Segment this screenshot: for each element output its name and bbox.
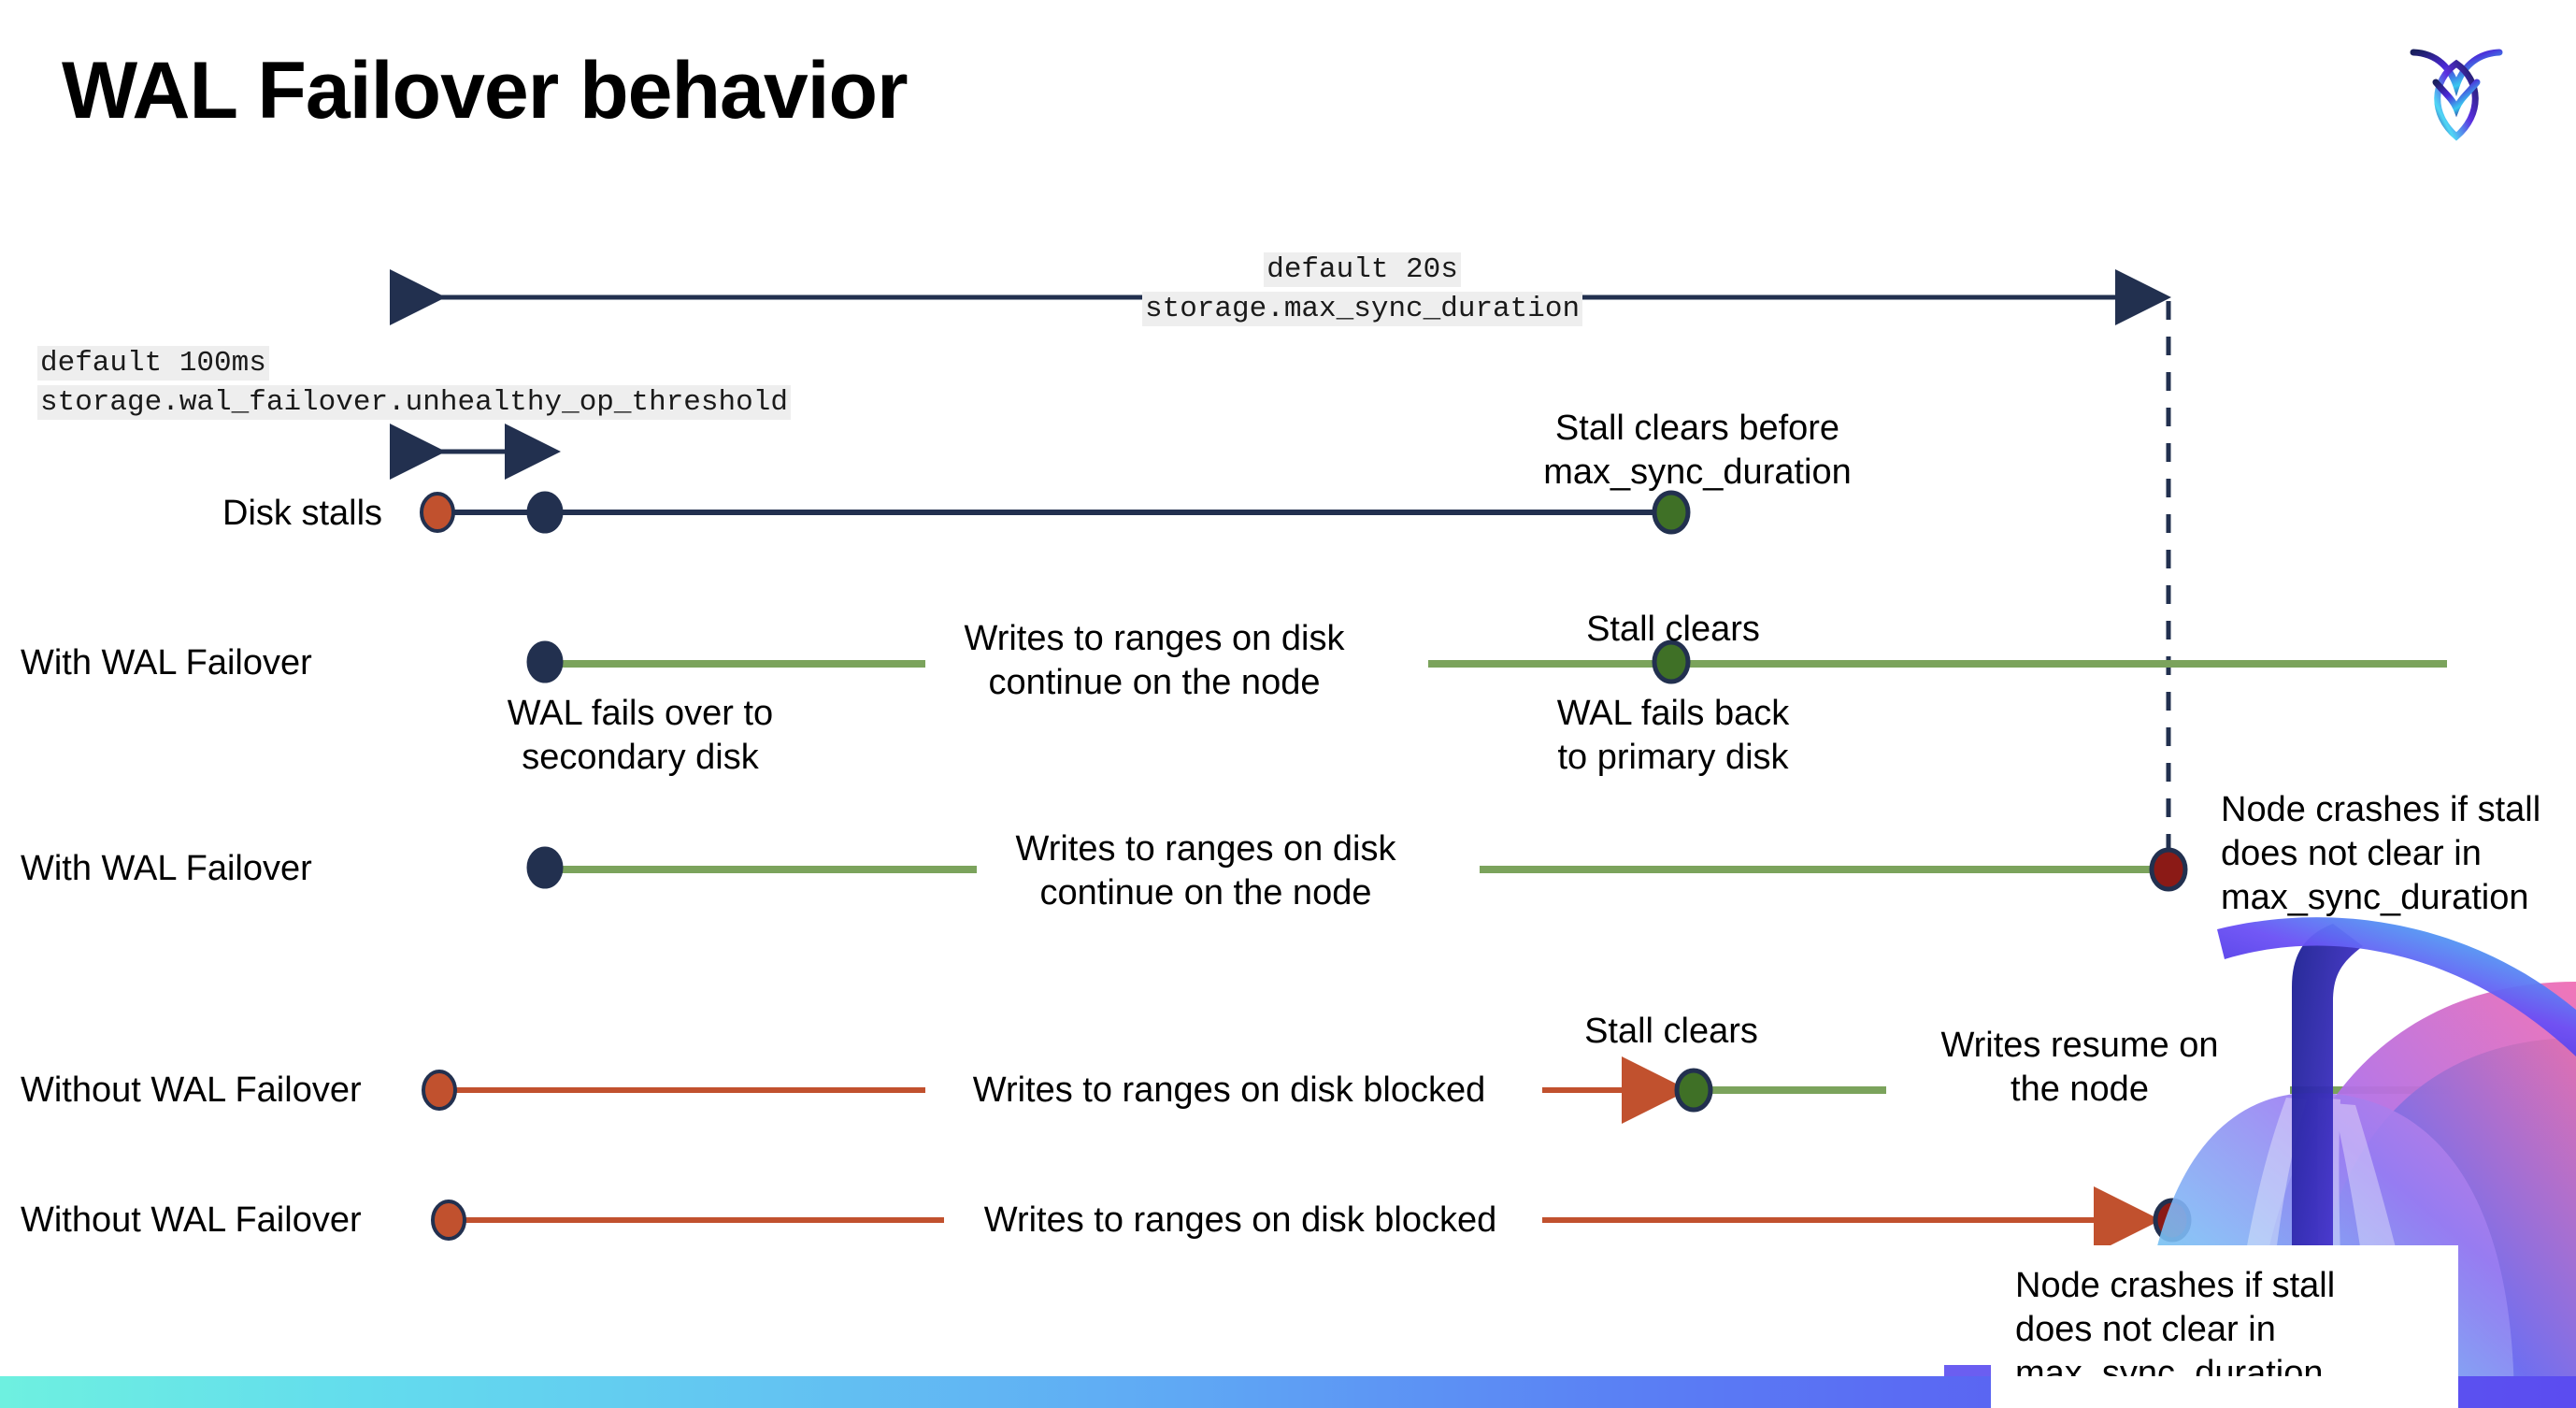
navy-dot-failover-start — [526, 491, 564, 534]
navy-dot-failover-start — [526, 846, 564, 889]
annotation-writes-blocked-row4: Writes to ranges on disk blocked — [972, 1070, 1486, 1110]
row-label-without-wal-failover-clears: Without WAL Failover — [21, 1070, 362, 1110]
row-disk-stalls-track — [420, 490, 1691, 535]
dark-red-dot-node-crash — [2149, 847, 2188, 892]
orange-dot-stall-start — [431, 1200, 466, 1241]
row-label-with-wal-failover-crash: With WAL Failover — [21, 849, 312, 888]
unhealthy-op-threshold-name: storage.wal_failover.unhealthy_op_thresh… — [37, 385, 791, 420]
max-sync-duration-name: storage.max_sync_duration — [1142, 292, 1583, 326]
unhealthy-op-threshold-default: default 100ms — [37, 346, 269, 381]
annotation-stall-clears-row2: Stall clears — [1586, 610, 1760, 649]
green-dot-stall-clears — [1674, 1068, 1713, 1113]
page-title: WAL Failover behavior — [62, 46, 909, 136]
orange-dot-stall-start — [420, 492, 455, 533]
bottom-bar-card-mask — [1991, 1376, 2458, 1408]
row-with-wal-failover-clears-track — [526, 639, 2447, 684]
unhealthy-op-threshold-setting: default 100ms storage.wal_failover.unhea… — [37, 344, 791, 423]
cockroachdb-logo — [2395, 28, 2518, 151]
green-dot-stall-clears — [1652, 490, 1691, 535]
row-label-without-wal-failover-crash: Without WAL Failover — [21, 1200, 362, 1240]
navy-dot-failover-start — [526, 640, 564, 683]
annotation-stall-clears-row4: Stall clears — [1584, 1012, 1758, 1051]
annotation-writes-blocked-row5: Writes to ranges on disk blocked — [983, 1200, 1497, 1240]
max-sync-duration-setting: default 20s storage.max_sync_duration — [1142, 251, 1583, 329]
row-label-with-wal-failover-clears: With WAL Failover — [21, 643, 312, 682]
dark-red-dot-node-crash — [2153, 1198, 2192, 1243]
orange-dot-stall-start — [422, 1070, 457, 1111]
row-label-disk-stalls: Disk stalls — [222, 494, 383, 533]
max-sync-duration-default: default 20s — [1264, 252, 1461, 287]
